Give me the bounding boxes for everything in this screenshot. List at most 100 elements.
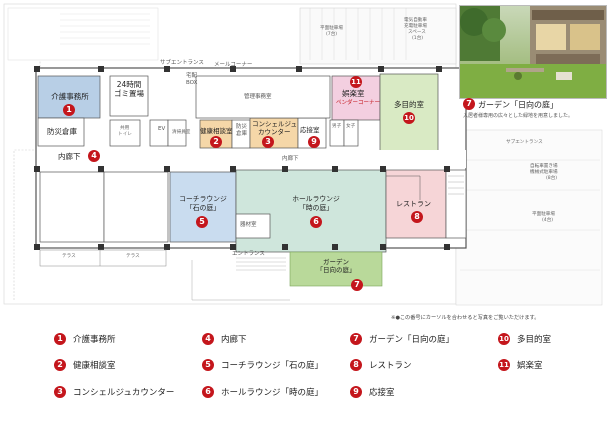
disaster-storage-label: 防災倉庫 [47,127,77,136]
ev-parking-label-2: 充電駐車場 [404,24,427,29]
parking-right2-label-1: 平面駐車場 [532,212,555,217]
legend-badge: 8 [350,358,362,371]
concierge-badge[interactable]: 3 [262,136,274,148]
hall-lounge-label-1: ホールラウンジ [292,195,340,203]
health-consult-badge[interactable]: 2 [210,136,222,148]
disaster-storage2-label-2: 倉庫 [236,131,248,137]
legend-label: コーチラウンジ「石の庭」 [221,361,324,371]
legend-badge: 10 [498,332,510,345]
legend-item-8[interactable]: 8 レストラン [350,358,412,373]
cleaning-label: 清掃員室 [172,130,191,135]
parking-top-label-2: (7台) [326,32,338,37]
legend-item-9[interactable]: 9 応接室 [350,385,395,400]
legend-badge: 3 [54,385,66,398]
concierge-label-1: コンシェルジュ [252,120,298,128]
toilet1-label-1: 共用 [120,126,130,131]
legend-badge: 1 [54,332,66,345]
legend-label: ガーデン「日向の庭」 [369,335,455,345]
restaurant-badge[interactable]: 8 [411,211,423,223]
legend-label: レストラン [369,361,412,371]
photo-note: 入居者様専用の広々とした緑地を用意しました。 [463,113,574,119]
ev-parking-label-3: スペース [408,30,426,35]
multipurpose-label: 多目的室 [394,100,424,109]
photo-caption-text: ガーデン「日向の庭」 [478,100,558,110]
ev-label: EV [158,126,166,132]
coach-lounge-label-2: 「石の庭」 [186,204,220,212]
inner-corridor-label: 内廊下 [58,152,81,161]
hall-lounge-badge[interactable]: 6 [310,216,322,228]
care-office-label: 介護事務所 [51,92,89,101]
legend-label: 応接室 [369,388,395,398]
legend-label: 内廊下 [221,335,247,345]
legend-item-10[interactable]: 10 多目的室 [498,332,552,347]
toilet3-label: 女子 [346,124,356,129]
service-entrance-right-label: サブエントランス [506,140,543,145]
legend-label: コンシェルジュカウンター [73,388,175,398]
legend-label: 多目的室 [517,335,552,345]
legend-item-4[interactable]: 4 内廊下 [202,332,247,347]
parking-right1-label-3: (8台) [546,176,558,181]
legend-badge: 2 [54,358,66,371]
entertainment-sub-label: ペンダーコーナー [336,100,381,106]
disaster-storage2-label-1: 防災 [236,124,248,130]
care-office-badge[interactable]: 1 [63,104,75,116]
legend-item-3[interactable]: 3 コンシェルジュカウンター [54,385,175,400]
entertainment-label: 娯楽室 [342,89,365,98]
closet-label: 器材室 [240,222,257,228]
terrace2-label: テラス [126,254,140,259]
legend-badge: 9 [350,385,362,398]
restaurant-label: レストラン [396,200,431,208]
garbage-label-1: 24時間 [116,80,142,89]
floor-plan-drawing [3,3,603,306]
legend-badge: 11 [498,358,510,371]
parking-right2-label-2: (4台) [542,218,554,223]
multipurpose-badge[interactable]: 10 [403,112,415,124]
legend-badge: 6 [202,385,214,398]
legend-item-7[interactable]: 7 ガーデン「日向の庭」 [350,332,455,347]
parking-top-label-1: 平面駐車場 [320,26,343,31]
parking-right1-label-1: 自転車置き場 [530,164,558,169]
service-entrance-label: サブエントランス [160,60,204,66]
delivery-box-label-1: 宅配 [186,73,198,79]
garden-photo-image [460,6,606,98]
legend-label: 健康相談室 [73,361,116,371]
toilet1-label-2: トイレ [118,132,132,137]
ev-parking-label-1: 電気自動車 [404,18,427,23]
legend-item-5[interactable]: 5 コーチラウンジ「石の庭」 [202,358,324,373]
entertainment-badge[interactable]: 11 [350,76,362,88]
parking-right1-label-2: 機械式駐車場 [530,170,558,175]
legend-badge: 5 [202,358,214,371]
corridor2-label: 内廊下 [282,156,299,162]
floor-plan: 介護事務所 1 防災倉庫 内廊下 4 24時間 ゴミ置場 サブエントランス 宅配… [3,3,603,306]
health-consult-label: 健康相談室 [200,127,233,135]
inner-corridor-badge[interactable]: 4 [88,150,100,162]
coach-lounge-badge[interactable]: 5 [196,216,208,228]
garbage-label-2: ゴミ置場 [114,89,144,98]
hall-lounge-label-2: 「時の庭」 [299,204,333,212]
manager-office-label: 管理事務室 [244,94,272,100]
garden-photo [459,5,607,99]
legend-label: 娯楽室 [517,361,543,371]
legend-badge: 7 [350,332,362,345]
legend-item-2[interactable]: 2 健康相談室 [54,358,116,373]
legend-badge: 4 [202,332,214,345]
mail-corner-label: メールコーナー [214,62,253,68]
ev-parking-label-4: (1台) [412,36,424,41]
garden-label-2: 「日向の庭」 [316,266,356,274]
legend-item-11[interactable]: 11 娯楽室 [498,358,543,373]
coach-lounge-label-1: コーチラウンジ [179,195,227,203]
hover-hint: ※●この番号にカーソルを合わせると写真をご覧いただけます。 [391,315,540,321]
entrance-label: エントランス [232,251,265,257]
garden-badge[interactable]: 7 [351,279,363,291]
terrace1-label: テラス [62,254,76,259]
reception-badge[interactable]: 9 [308,136,320,148]
reception-label: 応接室 [300,126,320,134]
delivery-box-label-2: BOX [186,80,198,86]
concierge-label-2: カウンター [258,128,291,136]
photo-caption-badge: 7 [463,98,475,110]
toilet2-label: 男子 [332,124,342,129]
garden-label-1: ガーデン [323,258,349,266]
